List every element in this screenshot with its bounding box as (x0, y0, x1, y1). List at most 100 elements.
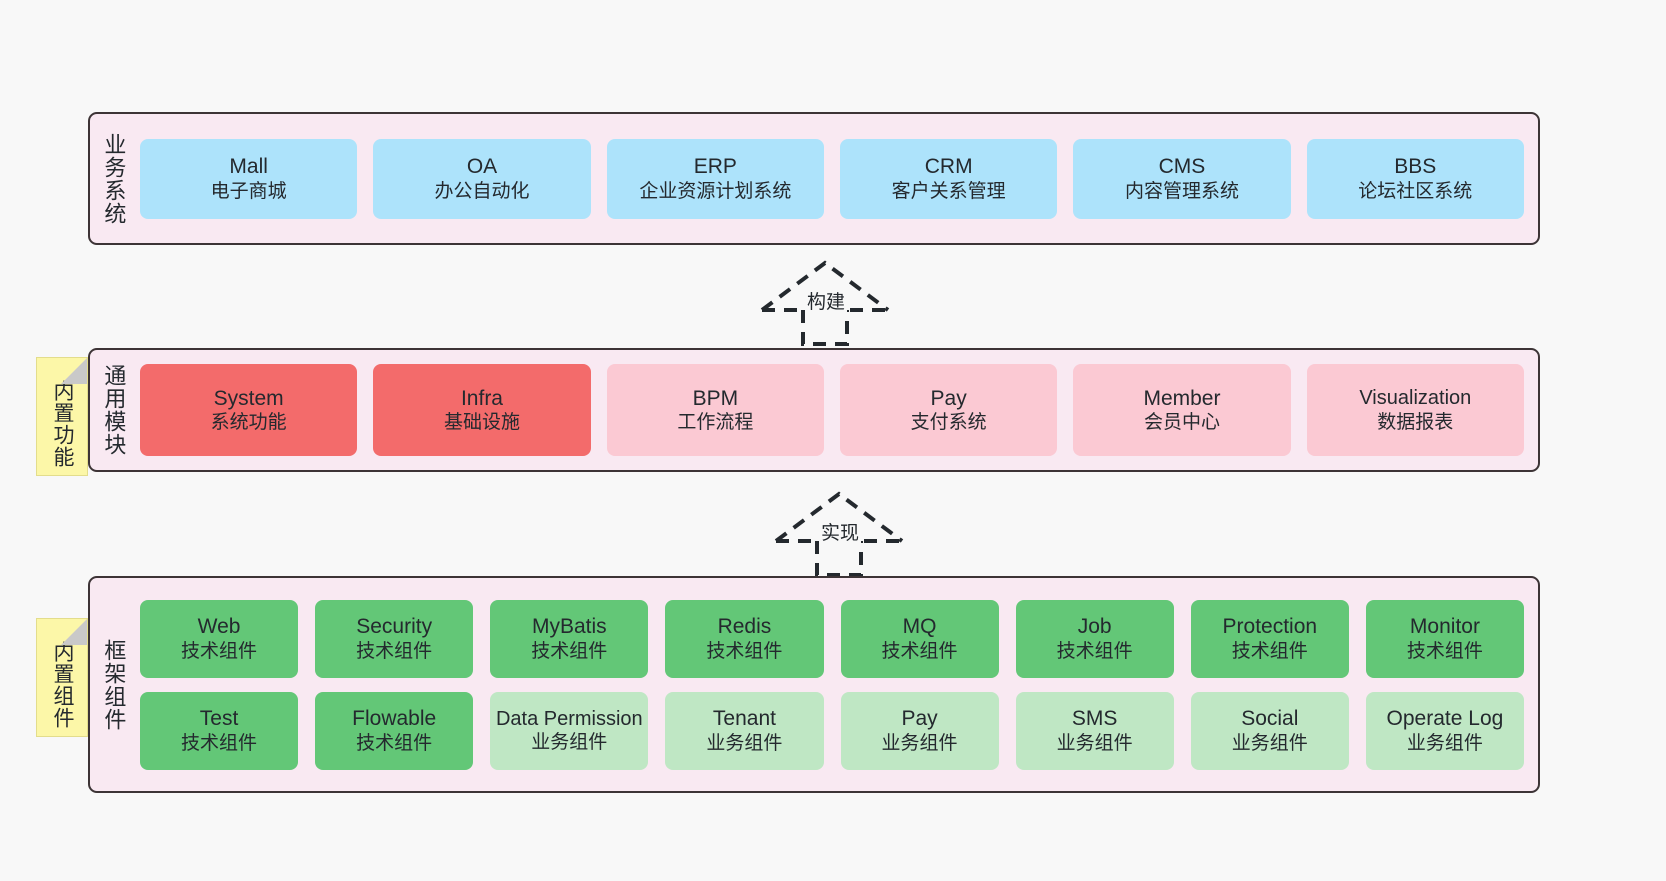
node-title-en: Flowable (352, 707, 437, 731)
node-title-en: OA (466, 155, 498, 179)
connector-implement-arrow: 实现 (771, 489, 923, 577)
node-title-cn: 论坛社区系统 (1358, 180, 1473, 202)
node-title-en: Infra (460, 386, 503, 410)
node-title-en: SMS (1071, 707, 1118, 731)
node-title-en: Operate Log (1386, 707, 1504, 731)
node-title-cn: 支付系统 (910, 412, 987, 434)
node-title-en: Member (1143, 386, 1221, 410)
node-title-cn: 技术组件 (356, 640, 433, 662)
node-title-cn: 会员中心 (1143, 412, 1220, 434)
implement-arrow-glyph (774, 491, 904, 577)
node-title-en: Pay (901, 707, 938, 731)
node-title-en: Security (356, 615, 433, 639)
sticky-note-builtin-features: 内置功能 (36, 357, 88, 476)
node-title-en: Web (197, 615, 241, 639)
node-title-en: BPM (692, 386, 739, 410)
connector-implement-label: 实现 (819, 518, 862, 545)
layer-business-title: 业务系统 (101, 132, 127, 225)
node-title-en: MyBatis (531, 615, 607, 639)
node-title-cn: 业务组件 (706, 732, 783, 754)
layer-modules-title: 通用模块 (101, 364, 127, 456)
node-title-cn: 系统功能 (210, 412, 287, 434)
node-title-cn: 技术组件 (531, 640, 608, 662)
node-title-en: Tenant (712, 707, 776, 731)
node-title-en: Data Permission (495, 707, 643, 730)
node-title-cn: 企业资源计划系统 (639, 180, 792, 202)
node-title-en: Job (1077, 615, 1112, 639)
node-title-en: BBS (1394, 155, 1437, 179)
node-title-en: ERP (693, 155, 737, 179)
node-title-cn: 技术组件 (181, 732, 258, 754)
node-title-cn: 业务组件 (531, 732, 608, 754)
node-title-cn: 工作流程 (677, 412, 754, 434)
node-title-cn: 技术组件 (1231, 640, 1308, 662)
node-title-cn: 业务组件 (1056, 732, 1133, 754)
node-title-en: Monitor (1409, 615, 1480, 639)
node-title-en: Redis (717, 615, 772, 639)
sticky-note-builtin-components: 内置组件 (36, 618, 88, 737)
node-title-en: Visualization (1359, 387, 1472, 410)
node-title-en: CRM (924, 155, 973, 179)
node-title-en: MQ (902, 615, 937, 639)
connector-build-label: 构建 (805, 287, 848, 314)
node-title-en: Mall (229, 155, 268, 179)
node-title-cn: 技术组件 (706, 640, 783, 662)
build-arrow-glyph (760, 260, 890, 346)
node-title-cn: 客户关系管理 (891, 180, 1006, 202)
node-title-en: System (213, 386, 284, 410)
node-title-cn: 办公自动化 (434, 180, 530, 202)
node-title-cn: 基础设施 (443, 412, 520, 434)
node-title-en: Protection (1222, 615, 1318, 639)
node-title-cn: 技术组件 (181, 640, 258, 662)
node-title-en: Pay (930, 386, 967, 410)
node-title-en: Test (199, 707, 239, 731)
node-title-cn: 数据报表 (1377, 411, 1454, 433)
node-title-cn: 技术组件 (356, 732, 433, 754)
node-title-cn: 业务组件 (881, 732, 958, 754)
connector-build-arrow: 构建 (757, 258, 909, 346)
node-title-cn: 电子商城 (210, 180, 287, 202)
node-title-cn: 业务组件 (1406, 732, 1483, 754)
layer-framework-title: 框架组件 (101, 638, 127, 731)
node-title-en: Social (1241, 707, 1299, 731)
node-title-cn: 技术组件 (1406, 640, 1483, 662)
node-title-cn: 技术组件 (881, 640, 958, 662)
